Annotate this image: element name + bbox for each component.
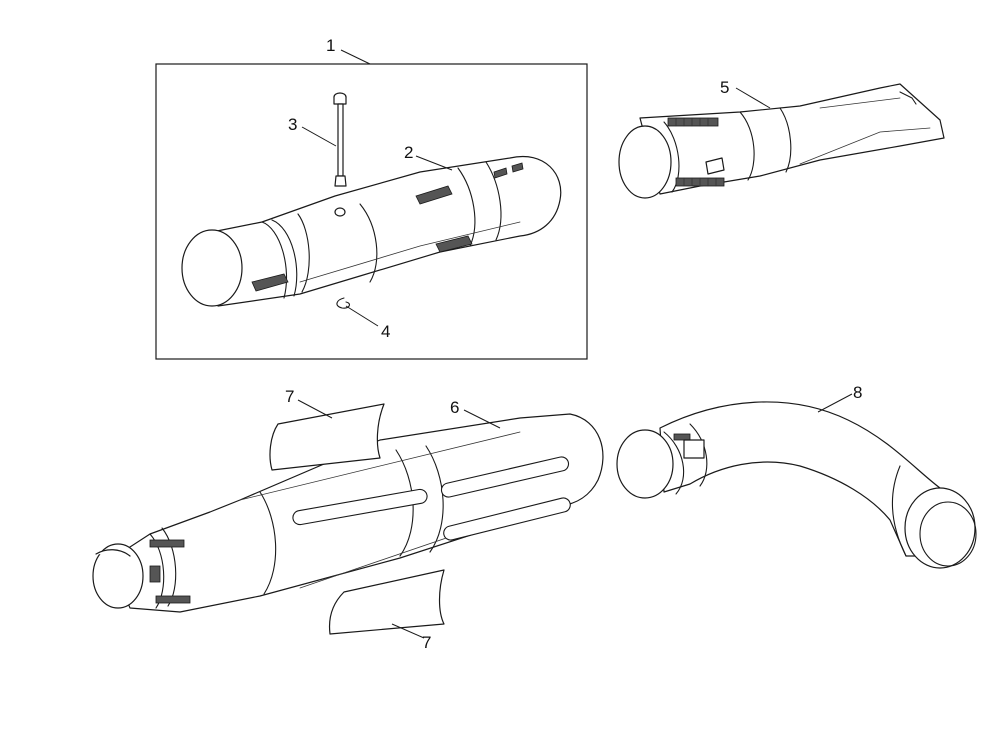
part-7-label-lower[interactable]: [328, 569, 445, 635]
callout-6: 6: [450, 398, 459, 417]
callout-4: 4: [381, 322, 390, 341]
callout-5: 5: [720, 78, 729, 97]
nozzle-ribs-bottom: [675, 177, 725, 187]
part-3-pin[interactable]: [333, 92, 347, 187]
part-4-clip[interactable]: [336, 297, 351, 309]
part-6-main-tube[interactable]: [92, 413, 604, 613]
part-8-elbow[interactable]: [616, 401, 977, 569]
callout-7-lower: 7: [422, 633, 431, 652]
kit-frame: [155, 63, 588, 360]
callout-1: 1: [326, 36, 335, 55]
nozzle-ribs-top: [667, 117, 719, 127]
tube-slots: [292, 456, 571, 541]
callout-3: 3: [288, 115, 297, 134]
callout-2: 2: [404, 143, 413, 162]
part-5-nozzle[interactable]: [618, 83, 945, 199]
part-2-blower-pipe[interactable]: [181, 155, 562, 307]
leader-lines: [297, 49, 853, 639]
callout-7-upper: 7: [285, 387, 294, 406]
callout-8: 8: [853, 383, 862, 402]
part-7-label-upper[interactable]: [269, 403, 385, 471]
